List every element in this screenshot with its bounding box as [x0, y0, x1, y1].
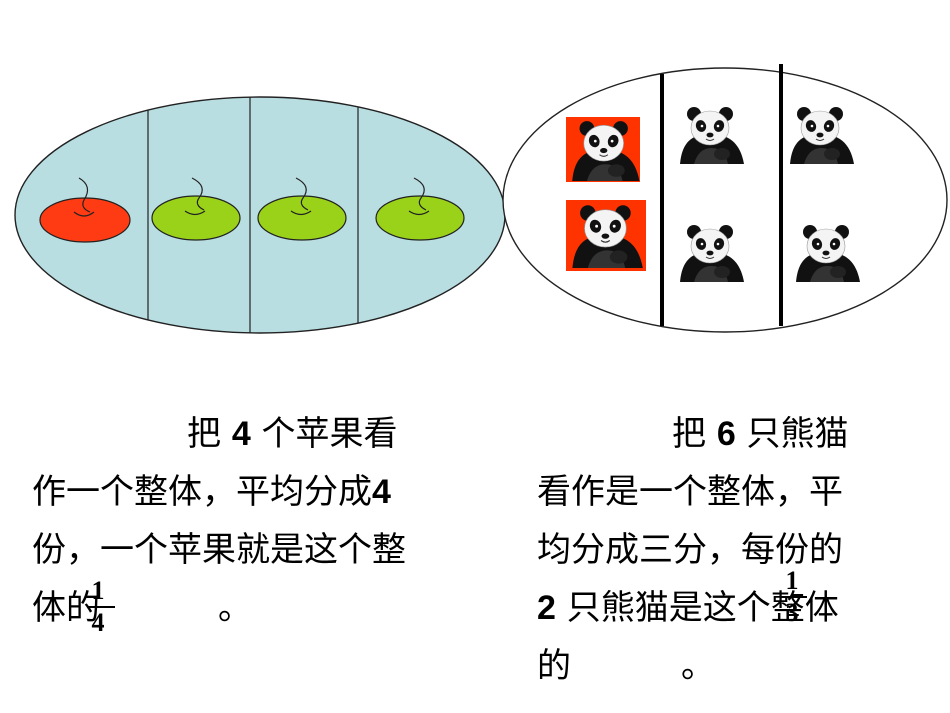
text-segment: 把 [187, 414, 221, 454]
fraction-one-quarter: 1 4 [87, 576, 115, 637]
panda-line-4: 2 只熊猫是这个整体 [537, 579, 849, 637]
text-segment: 。 [681, 646, 715, 686]
apple-line-2: 作一个整体，平均分成4 [32, 463, 406, 521]
apple-ellipse [14, 96, 506, 334]
panda-line-5: 的。 [537, 637, 849, 695]
panda-line-2: 看作是一个整体，平 [537, 472, 843, 512]
fraction-one-third: 1 3 [781, 566, 807, 627]
panda-explanation: 把 6 只熊猫 看作是一个整体，平 均分成三分，每份的 2 只熊猫是这个整体 的… [537, 405, 849, 695]
text-segment: 作一个整体，平均分成 [32, 472, 372, 512]
number: 4 [231, 415, 251, 453]
panda-ellipse [502, 64, 948, 333]
text-segment: 个苹果看 [261, 414, 398, 454]
text-segment: 体的 [32, 588, 100, 628]
text-segment: 把 [672, 414, 706, 454]
number: 2 [537, 589, 556, 627]
panda-line-1: 把 6 只熊猫 [537, 405, 849, 463]
panda-highlighted [566, 117, 640, 182]
green-apple [375, 177, 465, 241]
apple-line-3: 份，一个苹果就是这个整 [32, 530, 406, 570]
fraction-denominator: 3 [785, 598, 799, 627]
fraction-numerator: 1 [91, 576, 105, 605]
text-segment: 。 [218, 588, 252, 628]
number: 6 [716, 415, 736, 453]
number: 4 [372, 473, 391, 511]
panda-highlighted [566, 200, 646, 271]
text-segment: 只熊猫是这个整体 [566, 588, 839, 628]
fraction-denominator: 4 [91, 608, 105, 637]
red-apple [39, 177, 131, 243]
green-apple [151, 177, 241, 241]
apple-dividers [147, 97, 359, 333]
apple-explanation: 把 4 个苹果看 作一个整体，平均分成4 份，一个苹果就是这个整 体的。 [32, 405, 406, 637]
fraction-bar [781, 596, 807, 598]
panda-line-3: 均分成三分，每份的 [537, 530, 843, 570]
text-segment: 只熊猫 [746, 414, 849, 454]
fraction-bar [87, 606, 115, 608]
fraction-numerator: 1 [785, 566, 799, 595]
apple-line-4: 体的 。 [32, 579, 406, 637]
green-apple [257, 177, 347, 241]
apple-line-1: 把 4 个苹果看 [32, 405, 406, 463]
text-segment: 的 [537, 646, 571, 686]
